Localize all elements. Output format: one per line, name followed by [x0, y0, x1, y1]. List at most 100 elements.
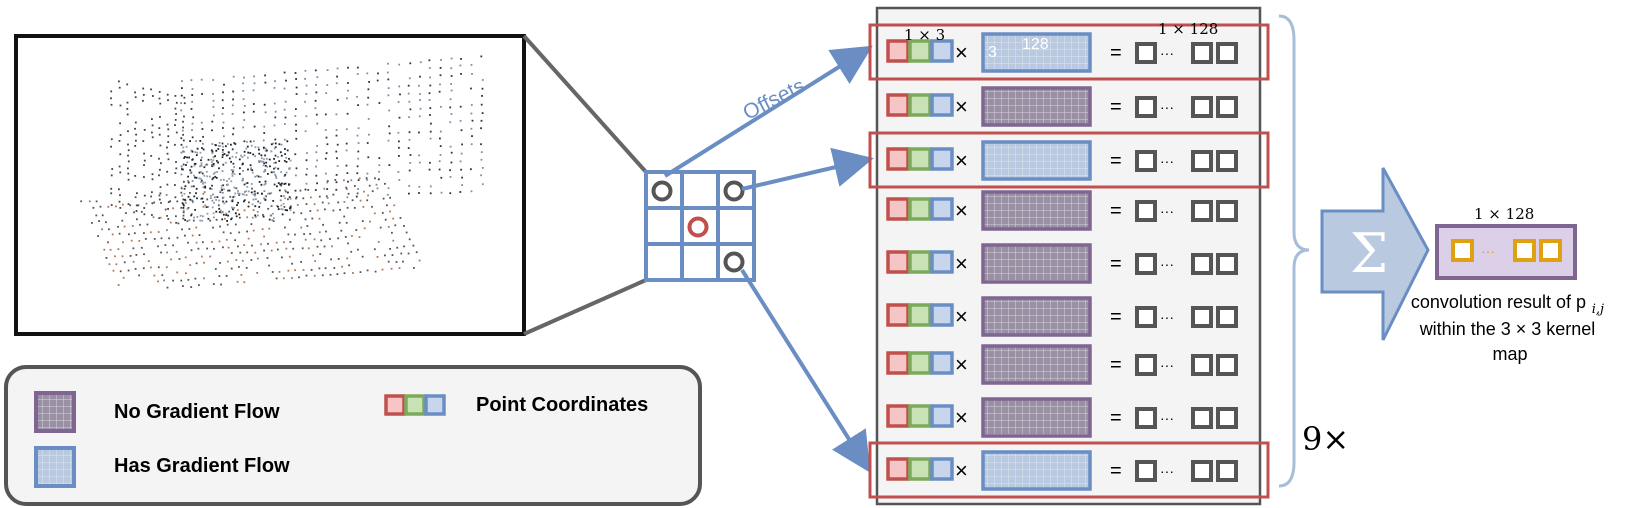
point-coordinate-cell	[886, 404, 910, 428]
output-cell	[1216, 150, 1238, 172]
point-coordinate-cell	[908, 457, 932, 481]
output-cell	[1135, 150, 1157, 172]
multiplication-row: ×=···	[886, 243, 1238, 284]
legend: No Gradient Flow Has Gradient Flow Point…	[4, 365, 702, 506]
offset-point-top-right	[723, 180, 745, 202]
point-coordinate-cell	[908, 197, 932, 221]
output-cell	[1135, 460, 1157, 482]
output-cell	[1216, 460, 1238, 482]
output-ellipsis: ···	[1160, 153, 1174, 169]
output-cell	[1216, 200, 1238, 222]
repeat-label: 9×	[1302, 420, 1349, 458]
weight-matrix-no-gradient	[981, 243, 1092, 284]
output-ellipsis: ···	[1160, 309, 1174, 325]
multiplication-row: × = ···	[886, 86, 1238, 127]
weight-matrix-gradient	[981, 32, 1092, 73]
point-coordinate-cell	[908, 303, 932, 327]
point-coordinate-cell	[886, 93, 910, 117]
output-ellipsis: ···	[1160, 410, 1174, 426]
output-cell	[1216, 253, 1238, 275]
output-ellipsis: ···	[1160, 357, 1174, 373]
equals-sign: =	[1110, 407, 1122, 429]
weight-matrix-no-gradient	[981, 344, 1092, 385]
output-cell	[1135, 354, 1157, 376]
equals-sign: =	[1110, 253, 1122, 275]
legend-point-coords: Point Coordinates	[476, 394, 648, 416]
point-coordinate-cell	[886, 457, 910, 481]
output-cell	[1191, 253, 1213, 275]
times-sign: ×	[955, 40, 968, 65]
point-coordinate-cell	[930, 93, 954, 117]
point-coordinate-cell	[886, 250, 910, 274]
weight-matrix-gradient	[981, 450, 1092, 491]
kernel-grid-3x3	[644, 170, 756, 282]
multiplication-row: ×=···	[886, 190, 1238, 231]
point-cloud-image	[80, 55, 484, 289]
output-cell	[1191, 306, 1213, 328]
multiplication-row: ×=···	[886, 296, 1238, 337]
offsets-label: Offsets	[739, 74, 808, 125]
output-cell	[1135, 253, 1157, 275]
point-coordinate-cell	[930, 457, 954, 481]
output-cell	[1135, 96, 1157, 118]
point-coordinate-cell	[930, 404, 954, 428]
legend-has-gradient: Has Gradient Flow	[114, 455, 290, 477]
point-coordinate-cell	[908, 351, 932, 375]
output-ellipsis: ···	[1160, 45, 1174, 61]
times-sign: ×	[955, 148, 968, 173]
point-coords-swatch	[384, 394, 446, 416]
output-ellipsis: ···	[1160, 203, 1174, 219]
equals-sign: =	[1110, 460, 1122, 482]
zoom-line-top	[522, 34, 648, 174]
equals-sign: =	[1110, 354, 1122, 376]
output-ellipsis: ···	[1160, 99, 1174, 115]
sampled-row-highlight	[868, 131, 1270, 189]
weight-matrix-no-gradient	[981, 86, 1092, 127]
no-gradient-swatch	[34, 391, 76, 433]
repeat-brace	[1278, 14, 1310, 488]
legend-box	[4, 365, 702, 506]
sampled-row-highlight	[868, 441, 1270, 499]
multiplication-row: × = ···	[886, 344, 1238, 385]
times-sign: ×	[955, 251, 968, 276]
output-cell	[1191, 200, 1213, 222]
point-coordinate-cell	[886, 351, 910, 375]
has-gradient-swatch	[34, 446, 76, 488]
multiplication-row: ×=···	[868, 441, 1270, 499]
output-cell	[1135, 42, 1157, 64]
times-sign: ×	[955, 352, 968, 377]
output-cell	[1191, 354, 1213, 376]
zoom-line-bottom	[523, 278, 647, 336]
output-cell	[1216, 96, 1238, 118]
legend-no-gradient: No Gradient Flow	[114, 401, 280, 423]
point-coordinate-cell	[886, 197, 910, 221]
point-coordinate-cell	[886, 303, 910, 327]
equals-sign: =	[1110, 96, 1122, 118]
output-ellipsis: ···	[1160, 463, 1174, 479]
dim-label-1x128: 1 × 128	[1158, 20, 1218, 38]
point-coordinate-cell	[908, 39, 932, 63]
point-coordinate-cell	[908, 147, 932, 171]
multiplication-row: ×=···	[868, 131, 1270, 189]
offset-arrow-bottom	[740, 268, 871, 473]
result-caption: convolution result of p i,j within the 3…	[1411, 292, 1609, 364]
point-coordinate-cell	[930, 303, 954, 327]
sampled-row-highlight	[868, 23, 1270, 81]
output-cell	[1135, 407, 1157, 429]
center-point	[687, 216, 709, 238]
weight-matrix-no-gradient	[981, 190, 1092, 231]
offset-arrow-top	[663, 45, 873, 178]
weight-matrix-no-gradient	[981, 397, 1092, 438]
times-sign: ×	[955, 198, 968, 223]
point-coordinate-cell	[886, 39, 910, 63]
output-cell	[1191, 150, 1213, 172]
result-ellipsis: ···	[1481, 243, 1495, 259]
offset-point-bottom-right	[723, 251, 745, 273]
output-cell	[1191, 42, 1213, 64]
times-sign: ×	[955, 94, 968, 119]
dim-label-1x3: 1 × 3	[904, 26, 945, 44]
weight-matrix-gradient	[981, 140, 1092, 181]
matrix-rows-label: 3	[988, 44, 997, 61]
